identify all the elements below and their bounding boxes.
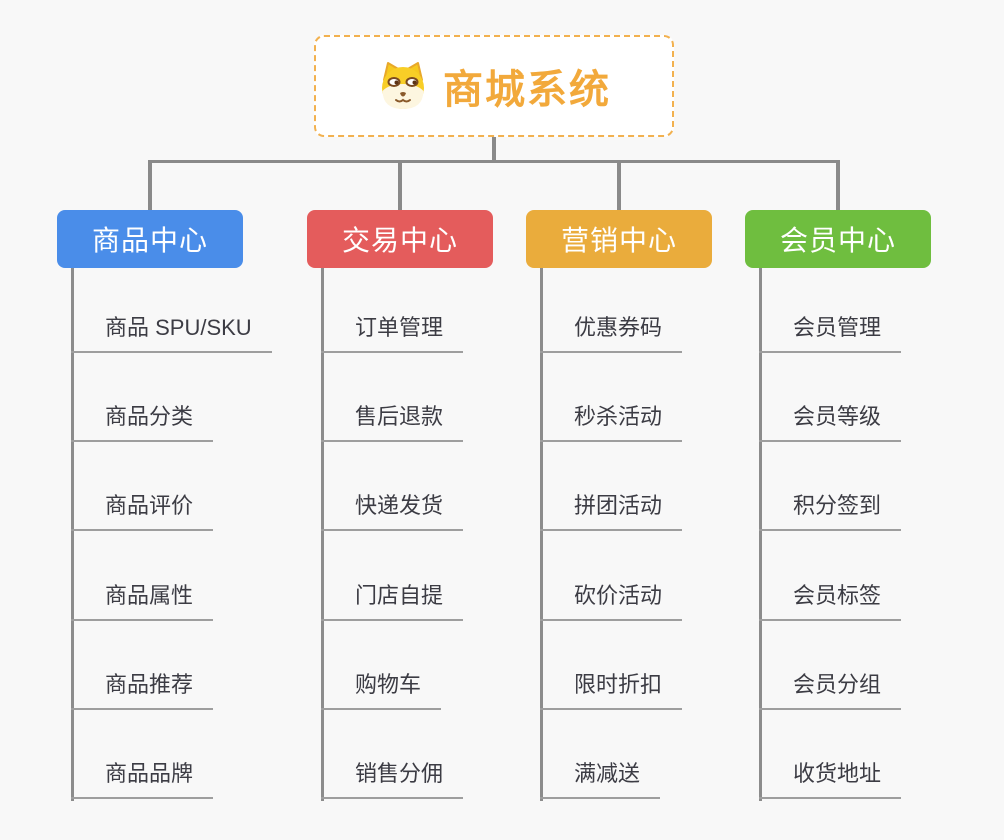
branch-node-marketing-center[interactable]: 营销中心	[526, 210, 712, 268]
branch-node-product-center[interactable]: 商品中心	[57, 210, 243, 268]
leaf-node[interactable]: 销售分佣	[321, 759, 464, 799]
leaf-node[interactable]: 砍价活动	[540, 581, 683, 621]
connector-trunk-trade-center	[321, 268, 324, 801]
leaf-node[interactable]: 门店自提	[321, 581, 464, 621]
leaf-node[interactable]: 商品品牌	[71, 759, 214, 799]
leaf-node[interactable]: 拼团活动	[540, 491, 683, 531]
connector-dropper-member-center	[836, 160, 840, 210]
leaf-node[interactable]: 会员管理	[759, 313, 902, 353]
branch-node-label: 交易中心	[341, 225, 458, 256]
connector-trunk-product-center	[71, 268, 74, 801]
connector-bus	[148, 160, 840, 163]
leaf-node[interactable]: 快递发货	[321, 491, 464, 531]
leaf-node[interactable]: 会员等级	[759, 402, 902, 442]
leaf-node[interactable]: 商品 SPU/SKU	[71, 313, 272, 353]
leaf-node[interactable]: 积分签到	[759, 491, 902, 531]
connector-dropper-trade-center	[398, 160, 402, 210]
leaf-node[interactable]: 满减送	[540, 759, 661, 799]
branch-node-label: 商品中心	[91, 225, 208, 256]
leaf-node[interactable]: 商品评价	[71, 491, 214, 531]
branch-node-member-center[interactable]: 会员中心	[745, 210, 931, 268]
leaf-node[interactable]: 商品属性	[71, 581, 214, 621]
leaf-node[interactable]: 购物车	[321, 670, 442, 710]
leaf-node[interactable]: 售后退款	[321, 402, 464, 442]
connector-dropper-marketing-center	[617, 160, 621, 210]
root-node-label: 商城系统	[443, 68, 611, 112]
connector-dropper-product-center	[148, 160, 152, 210]
leaf-node[interactable]: 会员标签	[759, 581, 902, 621]
leaf-node[interactable]: 订单管理	[321, 313, 464, 353]
dog-face-icon	[382, 62, 424, 109]
branch-node-label: 会员中心	[779, 225, 896, 256]
connector-trunk-marketing-center	[540, 268, 543, 801]
leaf-node[interactable]: 会员分组	[759, 670, 902, 710]
leaf-node[interactable]: 收货地址	[759, 759, 902, 799]
connector-trunk-member-center	[759, 268, 762, 801]
leaf-node[interactable]: 商品推荐	[71, 670, 214, 710]
connector-root-stem	[492, 137, 496, 163]
leaf-node[interactable]: 商品分类	[71, 402, 214, 442]
leaf-node[interactable]: 优惠券码	[540, 313, 683, 353]
leaf-node[interactable]: 限时折扣	[540, 670, 683, 710]
branch-node-trade-center[interactable]: 交易中心	[307, 210, 493, 268]
leaf-node[interactable]: 秒杀活动	[540, 402, 683, 442]
root-node[interactable]: 商城系统	[314, 35, 674, 137]
branch-node-label: 营销中心	[560, 225, 677, 256]
